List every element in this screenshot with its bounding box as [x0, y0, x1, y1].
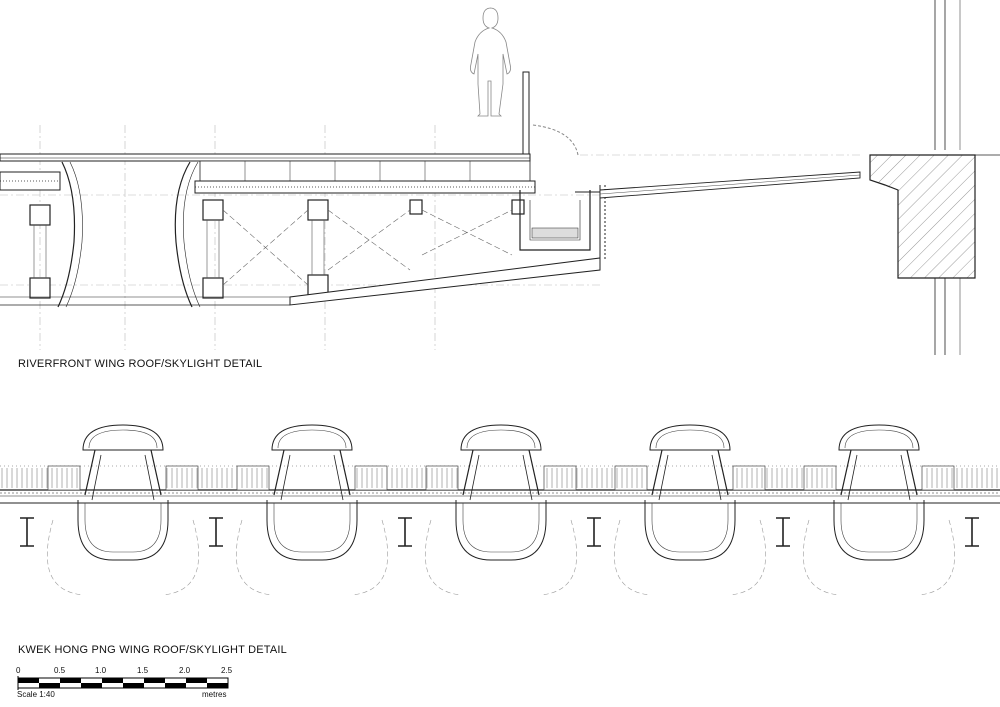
scale-bar [17, 676, 229, 690]
kwek-hong-png-section [0, 424, 1000, 596]
scale-tick-label: 2.5 [221, 666, 233, 675]
skylight-module [613, 424, 767, 596]
scale-tick-label: 1.0 [95, 666, 107, 675]
soffit [289, 257, 601, 306]
scale-tick-label: 1.5 [137, 666, 149, 675]
structural-members [29, 199, 525, 299]
scale-tick-label: 2.0 [179, 666, 191, 675]
scale-label: Scale 1:40 [17, 690, 55, 699]
section-title-kwek-hong-png: KWEK HONG PNG WING ROOF/SKYLIGHT DETAIL [18, 644, 287, 656]
i-beam [398, 517, 412, 547]
riverfront-section [0, 0, 1000, 355]
skylight-module [235, 424, 389, 596]
roof-deck [0, 153, 531, 162]
scale-tick-label: 0.5 [54, 666, 66, 675]
truss [222, 209, 513, 286]
section-title-riverfront: RIVERFRONT WING ROOF/SKYLIGHT DETAIL [18, 358, 263, 370]
scale-tick-label: 0 [16, 666, 21, 675]
i-beam [776, 517, 790, 547]
i-beam [965, 517, 979, 547]
skylight-module [424, 424, 578, 596]
skylight-glazing [599, 171, 861, 199]
human-figure [470, 7, 511, 117]
scale-units-label: metres [202, 690, 227, 699]
i-beam [209, 517, 223, 547]
door-swing-arc [532, 124, 579, 156]
i-beam [587, 517, 601, 547]
skylight-domes [20, 424, 979, 596]
i-beam [20, 517, 34, 547]
roof-fins [1, 468, 998, 488]
railing-post [522, 71, 530, 163]
skylight-well-right [174, 161, 193, 308]
gutter [519, 190, 591, 251]
masonry-parapet [869, 154, 976, 279]
skylight-module [46, 424, 200, 596]
skylight-well-left [57, 161, 76, 308]
skylight-module [802, 424, 956, 596]
